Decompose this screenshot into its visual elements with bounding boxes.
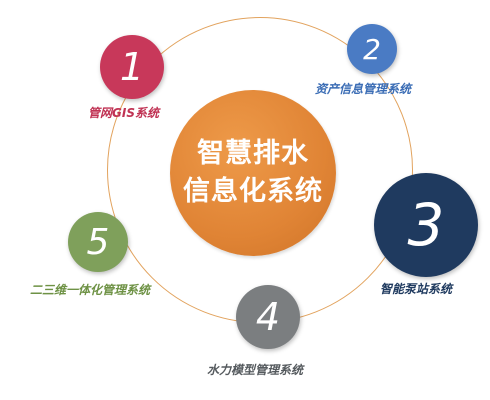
node-4-circle: 4 (236, 285, 300, 349)
node-5-circle: 5 (68, 212, 128, 272)
node-3-number: 3 (407, 191, 445, 259)
center-title-line2: 信息化系统 (183, 176, 323, 207)
node-2-circle: 2 (347, 24, 397, 74)
node-2-number: 2 (363, 32, 381, 66)
node-4-label: 水力模型管理系统 (207, 363, 304, 377)
node-3-circle: 3 (374, 173, 478, 277)
node-1-label: 管网GIS系统 (88, 106, 159, 120)
node-1-circle: 1 (100, 35, 164, 99)
node-4-number: 4 (255, 295, 281, 339)
node-3-label: 智能泵站系统 (380, 282, 453, 296)
node-1-number: 1 (119, 45, 145, 89)
node-5-label: 二三维一体化管理系统 (30, 283, 151, 297)
center-system-circle: 智慧排水 信息化系统 (170, 90, 336, 256)
node-5-number: 5 (86, 221, 110, 263)
node-2-label: 资产信息管理系统 (315, 82, 412, 96)
center-title-line1: 智慧排水 (197, 138, 309, 169)
